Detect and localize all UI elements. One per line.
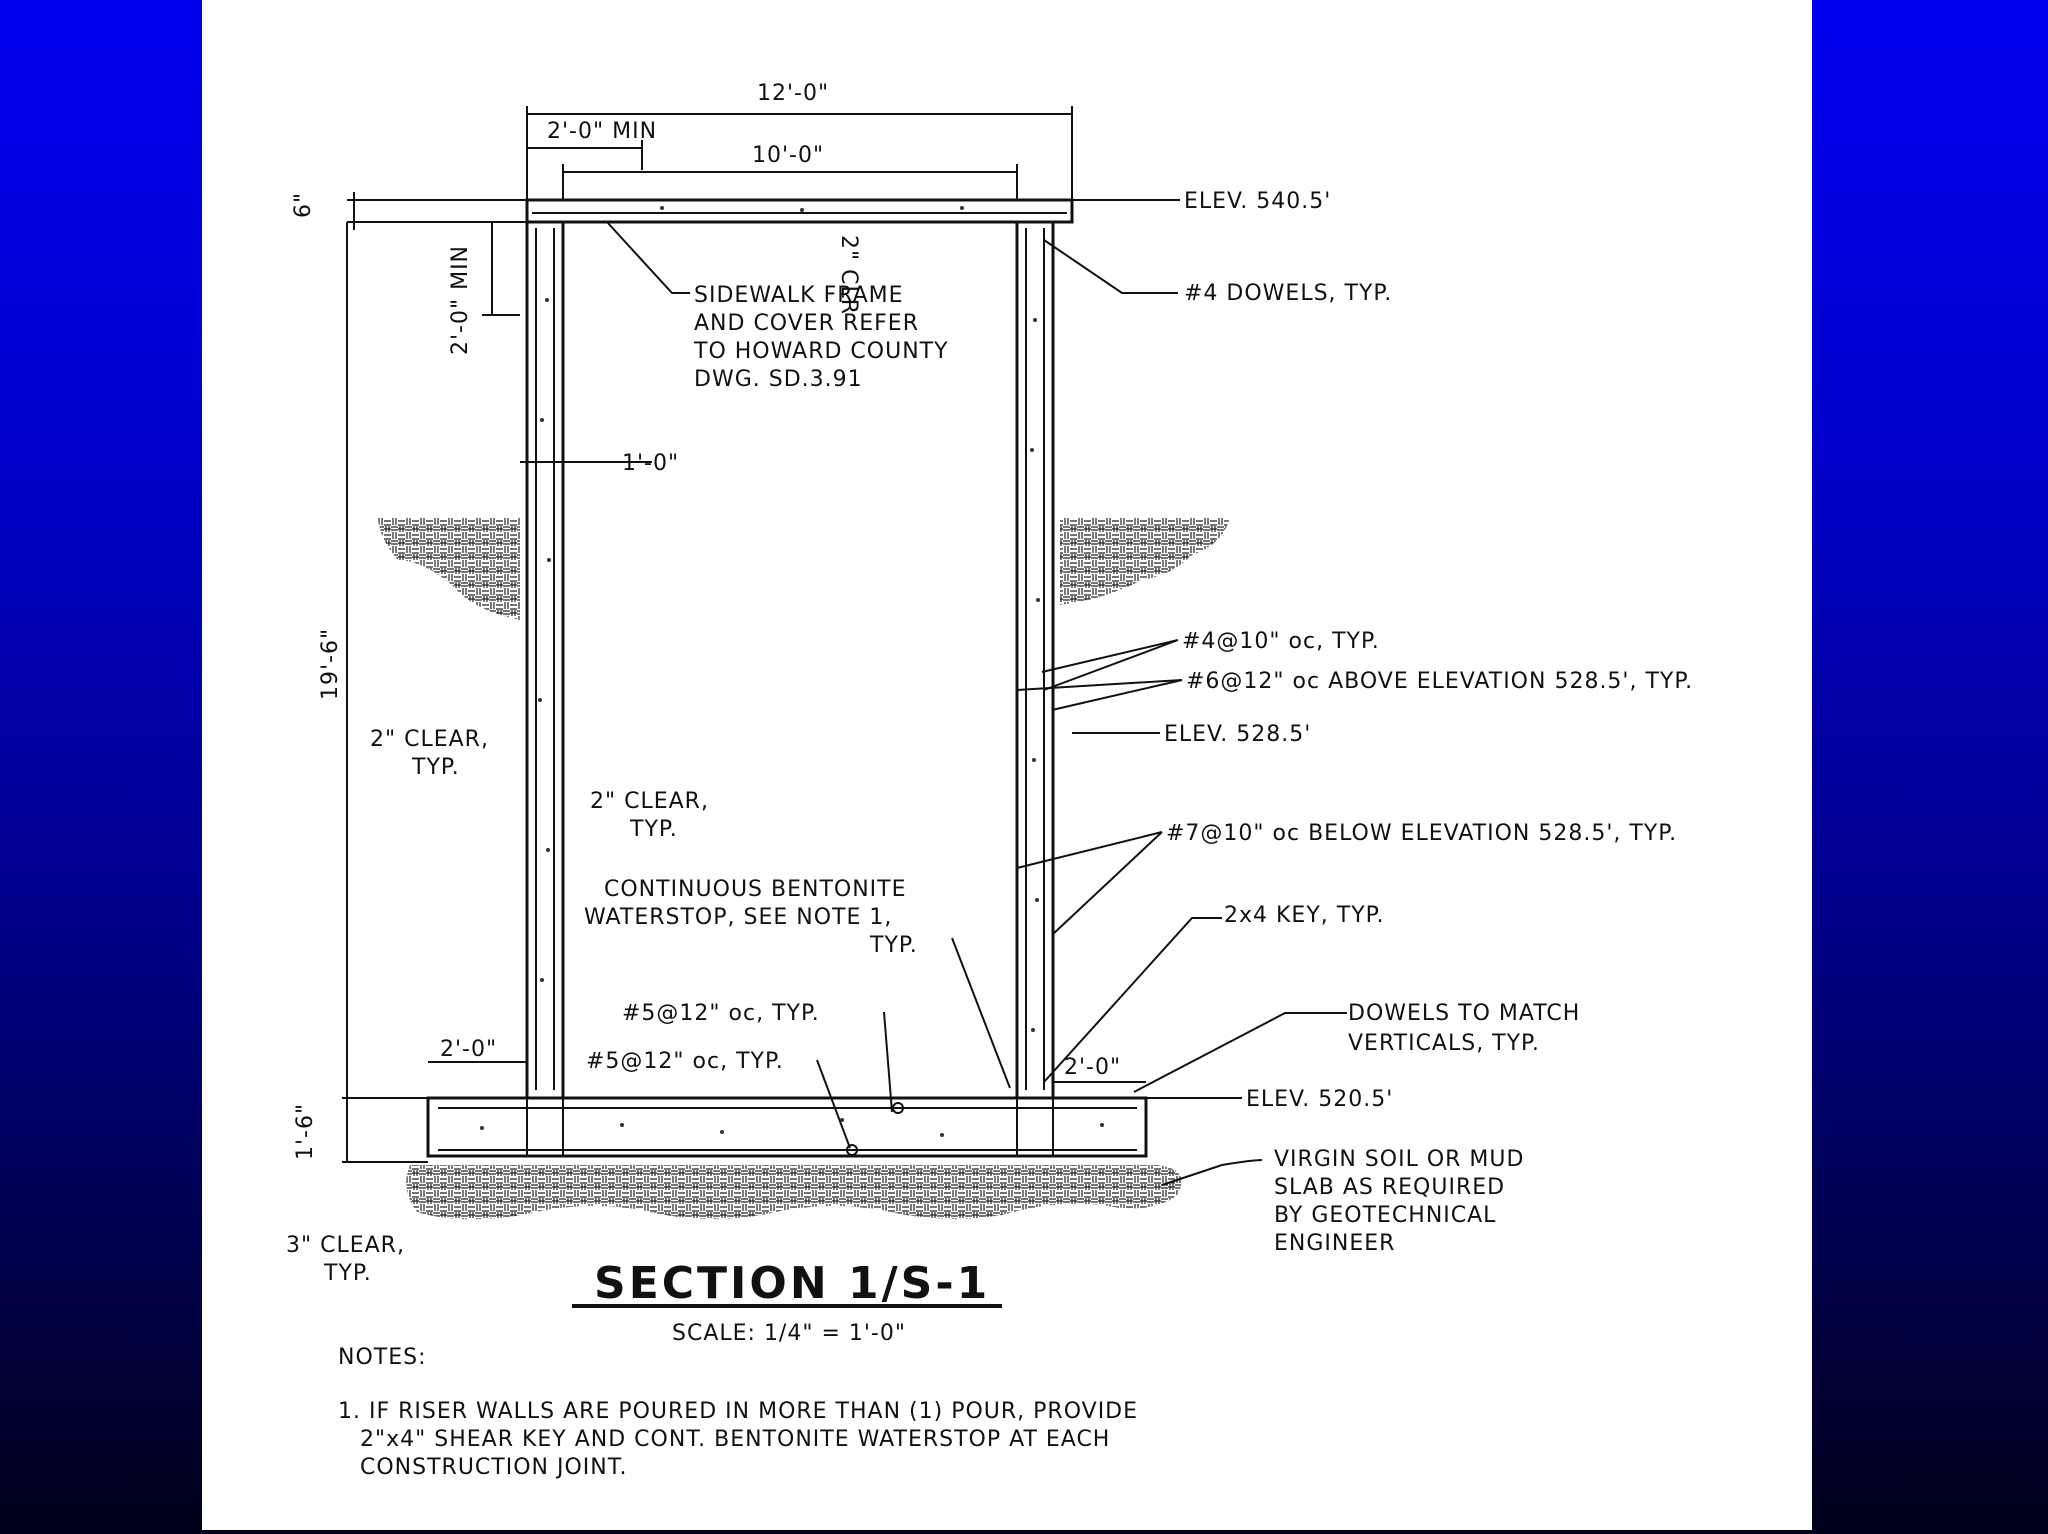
label-waterstop-1: CONTINUOUS BENTONITE [604,877,907,902]
label-sidewalk-1: SIDEWALK FRAME [694,283,904,308]
label-sidewalk-2: AND COVER REFER [694,311,919,336]
notes-line-3: CONSTRUCTION JOINT. [360,1455,628,1480]
label-elev-top: ELEV. 540.5' [1184,189,1331,214]
notes-line-2: 2"x4" SHEAR KEY AND CONT. BENTONITE WATE… [360,1427,1110,1452]
left-wall [525,220,565,1100]
label-dowels-4: #4 DOWELS, TYP. [1184,281,1392,306]
drawing-sheet: 12'-0" 2'-0" MIN 10'-0" 6" 2'-0" MIN 19'… [202,0,1812,1530]
dim-wall-height: 19'-6" [318,628,343,700]
label-soil-3: BY GEOTECHNICAL [1274,1203,1496,1228]
label-bar-4-10: #4@10" oc, TYP. [1182,629,1380,654]
label-bar-5-bot: #5@12" oc, TYP. [586,1049,784,1074]
label-bar-6-12: #6@12" oc ABOVE ELEVATION 528.5', TYP. [1186,669,1693,694]
label-soil-1: VIRGIN SOIL OR MUD [1274,1147,1524,1172]
soil-base [406,1165,1182,1220]
notes-line-1: 1. IF RISER WALLS ARE POURED IN MORE THA… [338,1399,1138,1424]
top-slab [525,198,1074,224]
label-clear-left-1: 2" CLEAR, [370,727,489,752]
dim-wall-thickness: 1'-0" [622,451,679,476]
dim-frame-depth: 2'-0" MIN [448,245,473,355]
label-dowels-match-2: VERTICALS, TYP. [1348,1031,1540,1056]
dim-min-width: 2'-0" MIN [547,119,657,144]
label-key: 2x4 KEY, TYP. [1224,903,1384,928]
section-title: SECTION 1/S-1 [594,1258,990,1309]
label-waterstop-3: TYP. [869,933,918,958]
label-bar-7-10: #7@10" oc BELOW ELEVATION 528.5', TYP. [1166,821,1677,846]
label-elev-bottom: ELEV. 520.5' [1246,1087,1393,1112]
label-soil-2: SLAB AS REQUIRED [1274,1175,1505,1200]
label-soil-4: ENGINEER [1274,1231,1395,1256]
label-clr-top: 2" CLR [836,235,861,315]
label-elev-mid: ELEV. 528.5' [1164,722,1311,747]
notes-heading: NOTES: [338,1345,427,1370]
dim-toe-right: 2'-0" [1064,1055,1121,1080]
label-dowels-match-1: DOWELS TO MATCH [1348,1001,1580,1026]
dim-overall-width: 12'-0" [757,81,829,106]
dim-inner-width: 10'-0" [752,143,824,168]
right-wall [1015,220,1055,1100]
dim-slab-thickness: 6" [291,192,316,218]
label-waterstop-2: WATERSTOP, SEE NOTE 1, [584,905,892,930]
label-sidewalk-4: DWG. SD.3.91 [694,367,863,392]
label-clear-bottom-2: TYP. [323,1261,372,1286]
soil-right [1060,518,1230,605]
label-clear-bottom-1: 3" CLEAR, [286,1233,405,1258]
label-bar-5-top: #5@12" oc, TYP. [622,1001,820,1026]
scale-label: SCALE: 1/4" = 1'-0" [672,1321,906,1346]
dim-base-thickness: 1'-6" [293,1103,318,1160]
dim-toe-left: 2'-0" [440,1037,497,1062]
label-clear-left-2: TYP. [411,755,460,780]
base-slab [426,1096,1148,1158]
section-drawing: 12'-0" 2'-0" MIN 10'-0" 6" 2'-0" MIN 19'… [286,81,1693,1480]
soil-left [378,518,520,620]
label-clear-inner-2: TYP. [629,817,678,842]
label-clear-inner-1: 2" CLEAR, [590,789,709,814]
label-sidewalk-3: TO HOWARD COUNTY [693,339,949,364]
